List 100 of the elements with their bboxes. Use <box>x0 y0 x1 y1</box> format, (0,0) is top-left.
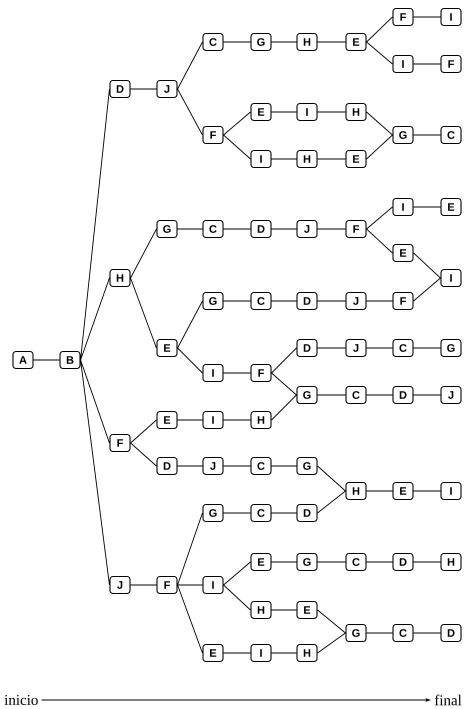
connector-line <box>366 42 393 64</box>
letter-box: D <box>296 504 318 522</box>
letter-box: B <box>59 350 81 370</box>
connector-line <box>271 348 297 374</box>
connector-line <box>271 372 297 396</box>
connector-line <box>317 158 346 160</box>
letter-box: E <box>156 410 178 430</box>
letter-box: J <box>440 386 462 404</box>
connector-line <box>413 206 441 208</box>
connector-line <box>177 300 203 348</box>
connector-line <box>366 632 393 634</box>
connector-line <box>223 584 251 610</box>
letter-box: I <box>392 198 414 216</box>
letter-box: I <box>202 364 224 382</box>
letter-box: I <box>440 8 462 26</box>
connector-line <box>366 134 393 160</box>
connector-line <box>317 466 346 492</box>
letter-box: F <box>202 126 224 144</box>
connector-line <box>413 394 441 396</box>
letter-box: C <box>392 338 414 358</box>
letter-box: I <box>250 150 272 168</box>
connector-line <box>80 278 110 360</box>
letter-box: C <box>202 32 224 52</box>
letter-box: C <box>440 126 462 144</box>
connector-line <box>413 134 441 136</box>
letter-box: G <box>296 386 318 404</box>
letter-box: J <box>109 576 131 594</box>
letter-box: D <box>250 220 272 238</box>
letter-box: E <box>345 32 367 52</box>
connector-line <box>177 42 203 90</box>
letter-box: G <box>296 552 318 572</box>
letter-box: J <box>296 220 318 238</box>
connector-line <box>271 652 297 654</box>
connector-line <box>223 228 251 230</box>
letter-box: D <box>392 552 414 572</box>
letter-box: E <box>250 552 272 572</box>
letter-box: D <box>156 456 178 476</box>
letter-box: I <box>440 268 462 288</box>
letter-box: H <box>296 150 318 168</box>
connector-line <box>366 112 393 136</box>
letter-box: G <box>392 126 414 144</box>
letter-box: J <box>345 338 367 358</box>
connector-line <box>130 442 157 466</box>
letter-box: C <box>345 386 367 404</box>
letter-box: J <box>156 80 178 98</box>
letter-box: E <box>250 102 272 122</box>
connector-line <box>177 584 203 654</box>
letter-box: G <box>440 338 462 358</box>
letter-box: F <box>250 364 272 382</box>
letter-box: I <box>392 54 414 74</box>
letter-box: H <box>250 600 272 620</box>
connector-line <box>130 584 157 586</box>
letter-box: D <box>296 338 318 358</box>
letter-box: G <box>202 292 224 310</box>
connector-line <box>130 278 157 348</box>
connector-line <box>223 134 251 160</box>
connector-line <box>223 512 251 514</box>
letter-box: F <box>109 434 131 452</box>
connector-line <box>317 610 346 634</box>
letter-box: C <box>392 624 414 642</box>
letter-box: F <box>392 8 414 26</box>
letter-box: E <box>296 600 318 620</box>
connector-line <box>317 300 346 302</box>
connector-line <box>223 300 251 302</box>
letter-box: H <box>296 644 318 662</box>
letter-box: E <box>440 198 462 216</box>
end-label: final <box>434 694 462 706</box>
letter-box: G <box>202 504 224 522</box>
letter-box: E <box>345 150 367 168</box>
letter-box: H <box>440 552 462 572</box>
end-label: inicio <box>4 694 38 706</box>
connector-line <box>177 228 203 230</box>
letter-box: C <box>250 292 272 310</box>
connector-line <box>366 394 393 396</box>
letter-box: E <box>202 644 224 662</box>
connector-line <box>130 228 157 278</box>
letter-box: G <box>156 220 178 238</box>
letter-box: J <box>345 292 367 310</box>
connector-line <box>271 512 297 514</box>
connector-line <box>366 206 393 230</box>
connector-line <box>80 88 110 360</box>
connector-line <box>177 348 203 374</box>
letter-box: G <box>250 32 272 52</box>
connector-line <box>366 228 393 254</box>
letter-box: H <box>296 32 318 52</box>
letter-box: F <box>440 54 462 74</box>
connector-line <box>413 632 441 634</box>
connector-line <box>413 16 441 18</box>
letter-box: I <box>250 644 272 662</box>
connector-line <box>366 300 393 302</box>
letter-box: C <box>202 220 224 238</box>
connector-line <box>317 228 346 230</box>
connector-line <box>223 112 251 136</box>
letter-box: G <box>345 624 367 642</box>
connector-line <box>366 16 393 42</box>
connector-line <box>271 228 297 230</box>
connector-line <box>413 278 441 302</box>
letter-box: I <box>440 482 462 500</box>
connector-line <box>80 360 110 586</box>
connector-line <box>177 584 203 586</box>
